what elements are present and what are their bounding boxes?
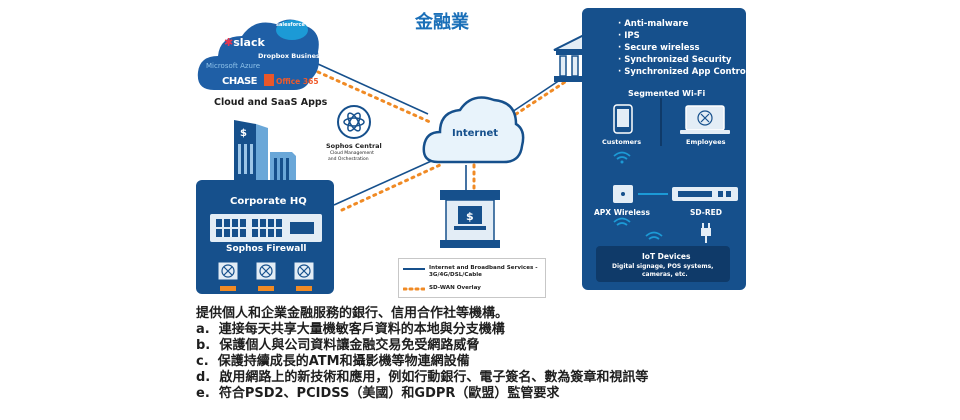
list-item: d. 啟用網路上的新技術和應用，例如行動銀行、電子簽名、數為簽章和視訊等 (196, 370, 649, 385)
list-item: e. 符合PSD2、PCIDSS（美國）和GDPR（歐盟）監管要求 (196, 386, 560, 401)
description-block: 提供個人和企業金融服務的銀行、信用合作社等機構。 a. 連接每天共享大量機敏客戶… (196, 306, 648, 402)
legend-sdwan-label: SD-WAN Overlay (429, 285, 481, 291)
laptop-icon (680, 105, 730, 134)
sdwan-overlay-lines (316, 70, 567, 212)
feature-list: · Anti-malware · IPS · Secure wireless ·… (618, 18, 749, 78)
internet-label: Internet (452, 128, 499, 139)
wifi-divider (660, 98, 662, 146)
feature-item: · Anti-malware (618, 19, 689, 29)
feature-item: · Synchronized App Control (618, 67, 749, 77)
chase-logo: CHASE (222, 76, 257, 87)
wifi-signal-icon (613, 151, 631, 164)
svg-text:$: $ (466, 210, 474, 223)
feature-item: · Secure wireless (618, 43, 700, 53)
saas-cloud (197, 19, 319, 91)
slack-logo: ✱slack (224, 36, 265, 49)
feature-item: · Synchronized Security (618, 55, 732, 65)
sophos-central-desc2: and Orchestration (328, 157, 369, 162)
firewall-appliance-icon (210, 214, 322, 242)
azure-logo: Microsoft Azure (206, 62, 261, 70)
page-title: 金融業 (415, 12, 469, 33)
list-item: c. 保護持續成長的ATM和攝影機等物連網設備 (196, 354, 470, 369)
iot-desc1: Digital signage, POS systems, (612, 263, 714, 270)
internet-cloud-icon (422, 96, 525, 164)
cloud-saas-label: Cloud and SaaS Apps (214, 97, 328, 108)
legend-symbols (403, 268, 425, 291)
corporate-hq-label: Corporate HQ (230, 196, 307, 207)
salesforce-logo: salesforce (276, 22, 305, 28)
feature-item: · IPS (618, 31, 640, 41)
hq-buildings-icon: $ (234, 120, 296, 182)
sophos-central-icon (337, 105, 371, 139)
list-item: b. 保護個人與公司資料讓金融交易免受網路威脅 (196, 338, 480, 353)
legend-broadband-sub: 3G/4G/DSL/Cable (429, 272, 482, 278)
legend: Internet and Broadband Services - 3G/4G/… (398, 258, 546, 298)
svg-text:$: $ (240, 128, 247, 139)
bank-branch-icon: $ (440, 190, 500, 248)
customers-label: Customers (602, 138, 642, 146)
office365-icon (264, 74, 274, 86)
branch-panel (582, 8, 746, 290)
iot-title: IoT Devices (642, 252, 691, 261)
segmented-wifi-label: Segmented Wi-Fi (628, 89, 706, 98)
hq-endpoints-icons (217, 261, 315, 291)
apx-wireless-label: APX Wireless (594, 208, 650, 217)
sophos-central-label: Sophos Central (326, 142, 382, 150)
apx-wireless-icon (613, 185, 633, 203)
sd-red-label: SD-RED (690, 208, 723, 217)
wifi-signal-icon (645, 231, 663, 240)
wifi-signal-icon (613, 217, 631, 226)
sd-red-icon (672, 187, 738, 201)
plug-icon (701, 223, 711, 243)
legend-broadband-label: Internet and Broadband Services - (429, 265, 538, 271)
sophos-firewall-label: Sophos Firewall (226, 244, 307, 254)
dropbox-logo: Dropbox Business (258, 52, 324, 60)
sophos-central-desc1: Cloud Management (330, 151, 374, 156)
list-item: a. 連接每天共享大量機敏客戶資料的本地與分支機構 (196, 322, 505, 337)
iot-devices-box (596, 246, 730, 282)
iot-desc2: cameras, etc. (642, 271, 688, 278)
office365-logo: Office 365 (276, 77, 319, 86)
apx-sdred-link (638, 193, 668, 195)
phone-icon (613, 104, 633, 134)
employees-label: Employees (686, 138, 726, 146)
intro-text: 提供個人和企業金融服務的銀行、信用合作社等機構。 (196, 306, 509, 321)
